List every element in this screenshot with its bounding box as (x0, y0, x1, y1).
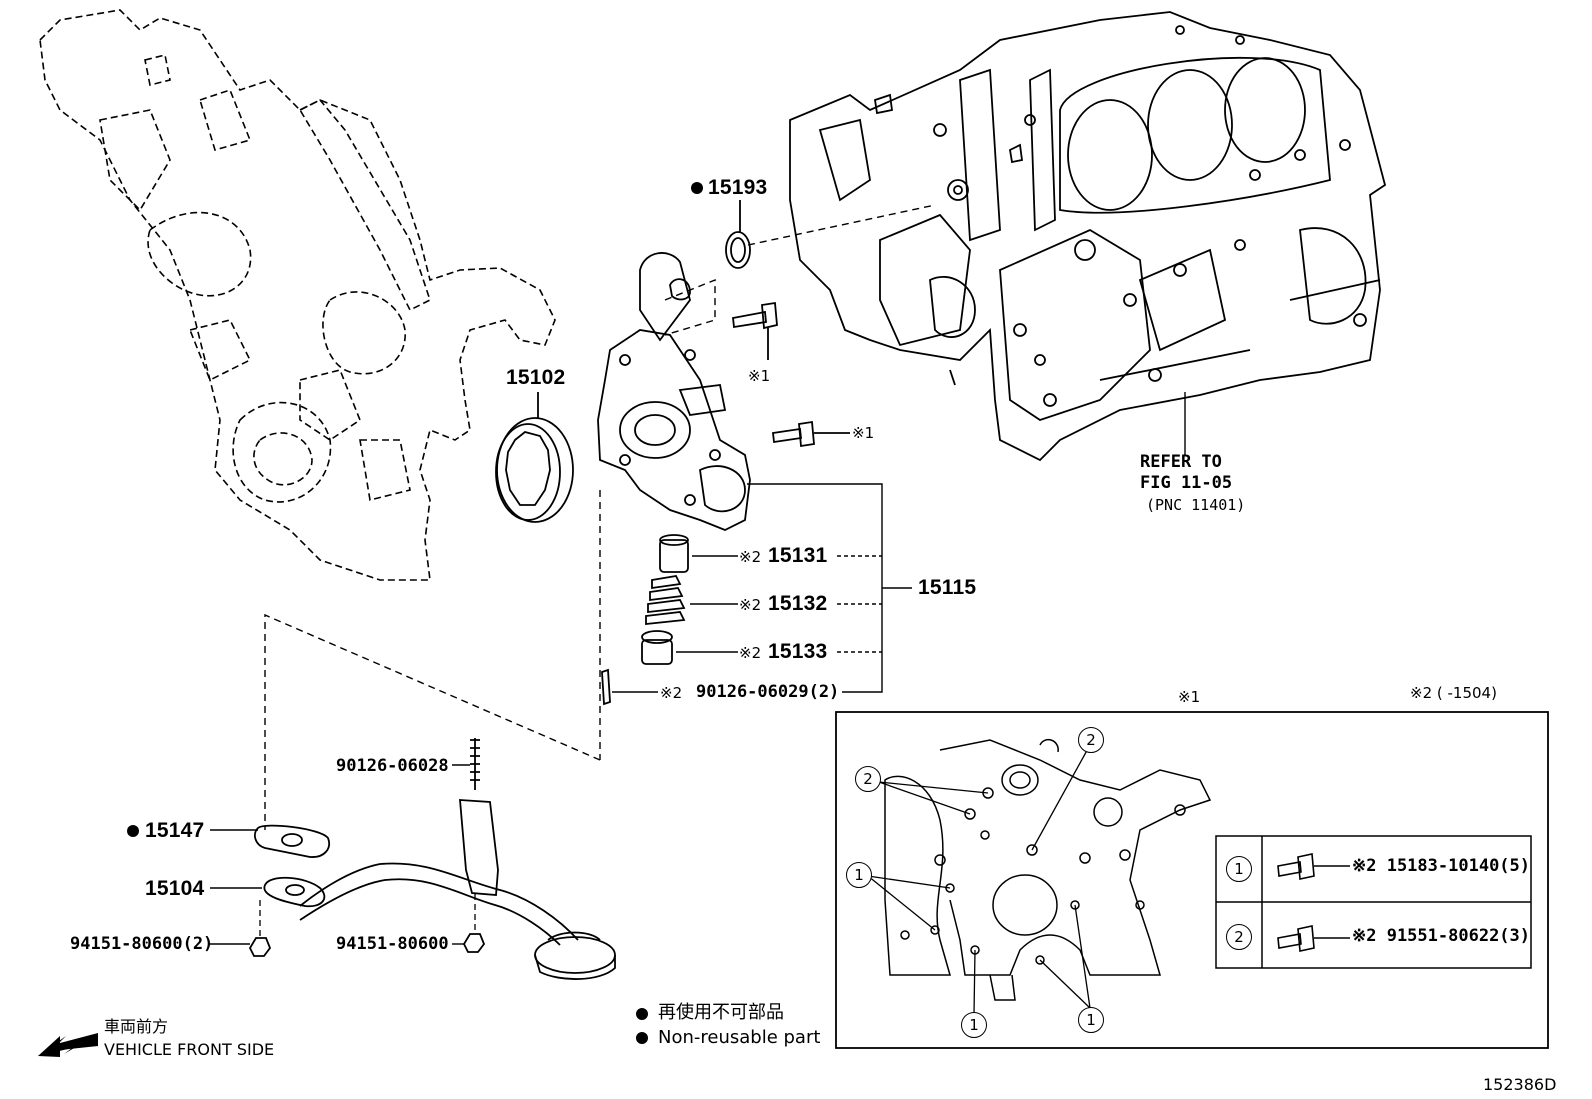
part-label-15147[interactable]: 15147 (145, 819, 205, 842)
part-label-15115[interactable]: 15115 (918, 576, 977, 599)
part-label-90126-06029[interactable]: 90126-06029(2) (696, 682, 840, 702)
part-label-15132[interactable]: 15132 (768, 592, 828, 615)
relief-valve-leader-lines (612, 392, 1186, 693)
strainer-dashed-guides (259, 894, 476, 936)
part-label-90126-06028[interactable]: 90126-06028 (336, 756, 449, 776)
direction-label-en: VEHICLE FRONT SIDE (104, 1040, 275, 1059)
refer-to-line2[interactable]: FIG 11-05 (1140, 473, 1233, 493)
part-label-15131[interactable]: 15131 (768, 544, 828, 567)
part-label-94151-80600[interactable]: 94151-80600 (336, 934, 449, 954)
part-label-15104[interactable]: 15104 (145, 877, 205, 900)
note-mark-bolt-lower: ※1 (852, 424, 875, 442)
legend-non-reusable-en: Non-reusable part (658, 1027, 821, 1048)
timing-chain-cover-outline (39, 9, 556, 581)
legend-dot-en (636, 1032, 648, 1044)
note-mark-bolt-upper: ※1 (748, 367, 771, 385)
relief-valve-parts-drawing (601, 534, 689, 706)
detail-callout-2-top: 2 (1078, 727, 1104, 753)
detail-box-drawing (884, 738, 1212, 1001)
refer-to-line1: REFER TO (1140, 452, 1222, 472)
detail-table-part-1[interactable]: ※2 15183-10140(5) (1352, 856, 1531, 876)
detail-box-frame (835, 711, 1549, 1049)
detail-table-bolts (1277, 853, 1350, 952)
oil-pump-body-drawing (597, 252, 751, 531)
detail-callout-1-bottom-right: 1 (1078, 1007, 1104, 1033)
part-label-15133[interactable]: 15133 (768, 640, 828, 663)
note-mark-15131: ※2 (739, 548, 762, 566)
bolt-drawings-note1 (732, 301, 850, 448)
detail-table-key-2: 2 (1226, 924, 1252, 950)
refer-to-line3: (PNC 11401) (1146, 496, 1246, 514)
strainer-leader-lines (210, 764, 470, 945)
detail-note1-header: ※1 (1178, 688, 1201, 706)
legend-non-reusable-jp: 再使用不可部品 (658, 1002, 784, 1023)
oil-seal-15193-drawing (725, 200, 751, 269)
detail-table-key-1: 1 (1226, 856, 1252, 882)
cylinder-block-drawing (789, 11, 1387, 462)
figure-id: 152386D (1483, 1075, 1557, 1094)
part-label-94151-80600-2[interactable]: 94151-80600(2) (70, 934, 214, 954)
detail-table-frame (1215, 835, 1532, 969)
note-mark-15133: ※2 (739, 644, 762, 662)
note-mark-15132: ※2 (739, 596, 762, 614)
part-label-15193[interactable]: 15193 (708, 176, 768, 199)
detail-note2-header: ※2 ( -1504) (1410, 684, 1497, 702)
oil-strainer-drawing (248, 738, 616, 980)
detail-callout-2-left: 2 (855, 766, 881, 792)
drive-rotor-15102-drawing (495, 392, 574, 523)
direction-label-jp: 車両前方 (104, 1017, 169, 1036)
note-mark-90126-06029: ※2 (660, 684, 683, 702)
pump-block-connector-lines (264, 204, 936, 830)
detail-table-part-2[interactable]: ※2 91551-80622(3) (1352, 926, 1531, 946)
legend-dot-jp (636, 1008, 648, 1020)
detail-box-leaders (867, 744, 1091, 1015)
vehicle-front-arrow-icon (38, 1033, 98, 1057)
detail-callout-1-bottom: 1 (961, 1012, 987, 1038)
part-label-15102[interactable]: 15102 (506, 366, 566, 389)
detail-callout-1-left: 1 (846, 862, 872, 888)
non-reusable-dot-15147 (127, 825, 139, 837)
non-reusable-dot-15193 (691, 182, 703, 194)
